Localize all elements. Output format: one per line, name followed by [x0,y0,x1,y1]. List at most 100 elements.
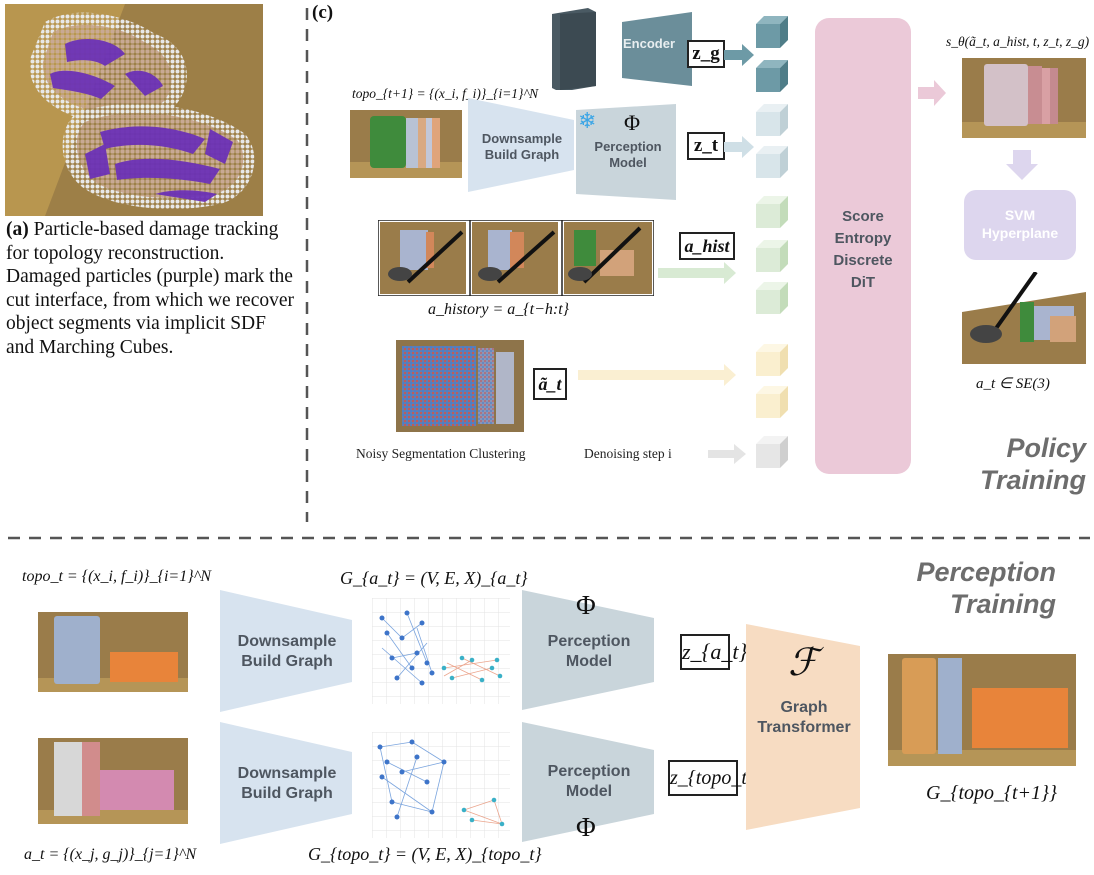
z-topo-label: z_{topo_t} [668,760,755,796]
topo-next-label: topo_{t+1} = {(x_i, f_i)}_{i=1}^N [352,86,539,101]
perception-2-line1: Perception [547,763,631,780]
phi-symbol-top: Φ [624,110,641,135]
cube-zg-1 [756,16,788,48]
a-hist-label: a_hist [679,232,735,260]
z-g-arrow [724,44,754,66]
svm-down-arrow [1006,150,1038,180]
z-a-text: z_{a_t} [682,639,748,664]
encoder-block [552,8,692,90]
topo-next-render [350,110,462,178]
cube-atilde-2 [756,386,788,418]
downsample-trapezoid-1 [220,590,352,712]
cube-step [756,436,788,468]
dit-output-arrow [918,80,946,106]
cube-atilde-1 [756,344,788,376]
predicted-action-render [962,272,1086,364]
cube-ahist-1 [756,196,788,228]
graph-a-render [372,598,510,704]
policy-training-title: Policy Training [940,432,1086,496]
z-topo-text: z_{topo_t} [670,767,755,789]
graph-a-label: G_{a_t} = (V, E, X)_{a_t} [340,568,528,588]
token-cubes [756,16,788,468]
z-a-label: z_{a_t} [680,634,747,670]
graph-transformer-trapezoid [746,624,860,830]
perception-line1: Perception [594,139,662,154]
a-tilde-arrow [578,364,736,386]
perception-trapezoid-2 [522,722,654,842]
denoising-arrow [708,444,746,464]
perception-trapezoid-1 [522,590,654,710]
topo-t-label: topo_t = {(x_i, f_i)}_{i=1}^N [22,568,212,585]
score-output-render [962,58,1086,138]
downsample-trapezoid-top [468,98,574,192]
svm-hyperplane-block [964,190,1076,260]
snowflake-icon: ❄ [578,108,597,133]
phi-symbol-1: Φ [576,590,596,620]
denoising-step-label: Denoising step i [584,446,672,461]
downsample-line2: Build Graph [484,147,560,162]
z-g-text: z_g [692,43,720,64]
z-t-text: z_t [693,135,719,156]
output-topology-render [888,654,1076,766]
panel-a-caption-text: Particle-based damage tracking for topol… [6,219,295,358]
perception-2-line2: Model [565,783,613,800]
script-f-symbol: ℱ [788,642,818,684]
dit-line1: Score [842,208,884,225]
graph-transformer-line1: Graph [780,699,828,716]
dit-label: Score Entropy Discrete DiT [815,206,911,294]
downsample-1-line1: Downsample [237,633,337,650]
noisy-segmentation-label: Noisy Segmentation Clustering [356,446,526,461]
svm-line1: SVM [1004,207,1036,223]
a-tilde-text: ã_t [538,374,562,394]
panel-a-caption: (a) Particle-based damage tracking for t… [6,218,296,359]
panel-a-label: (a) [6,219,29,240]
particle-damage-render [5,4,263,216]
score-entropy-dit-block [815,18,911,474]
encoder-label: Encoder [622,36,675,51]
perception-training-line2: Training [949,589,1056,619]
z-t-arrow [724,136,754,158]
svm-line2: Hyperplane [981,225,1059,241]
graph-topo-render [372,732,510,838]
cube-zt-1 [756,104,788,136]
perception-line2: Model [609,155,647,170]
noisy-segmentation-render [396,340,524,432]
downsample-trapezoid-2 [220,722,352,844]
perception-1-line1: Perception [547,633,631,650]
a-hist-arrow [658,262,736,284]
action-history-strip [378,220,654,296]
phi-symbol-2: Φ [576,812,596,842]
cube-zg-2 [756,60,788,92]
dit-line3: Discrete [833,252,893,269]
z-t-label: z_t [687,132,725,160]
graph-topo-label: G_{topo_t} = (V, E, X)_{topo_t} [308,844,542,864]
cube-zt-2 [756,146,788,178]
panel-c-label: (c) [312,2,334,23]
policy-training-line2: Training [979,465,1086,495]
perception-trapezoid-top [576,104,676,200]
downsample-line1: Downsample [481,131,563,146]
a-history-label: a_history = a_{t−h:t} [428,301,570,318]
z-g-label: z_g [687,40,725,68]
a-t-label: a_t = {(x_j, g_j)}_{j=1}^N [24,846,197,863]
downsample-2-line1: Downsample [237,765,337,782]
dit-line2: Entropy [834,230,892,247]
cube-ahist-3 [756,282,788,314]
perception-training-title: Perception Training [880,556,1056,620]
action-space-label: a_t ∈ SE(3) [976,376,1050,392]
a-hist-text: a_hist [684,236,730,256]
downsample-1-line2: Build Graph [241,653,333,670]
dit-line4: DiT [850,274,876,291]
policy-training-line1: Policy [1006,433,1086,463]
perception-training-line1: Perception [916,557,1056,587]
topo-t-render [38,612,188,692]
